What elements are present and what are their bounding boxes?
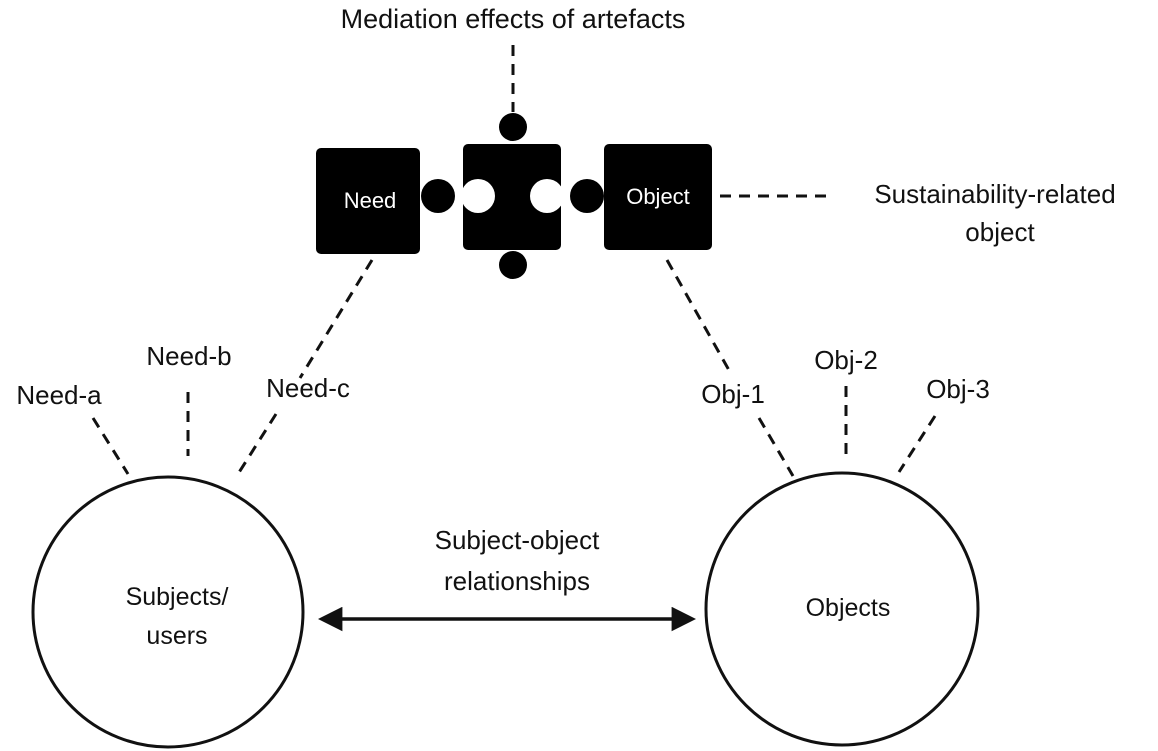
subjects-circle: [31, 475, 305, 749]
subjects-label-line2: users: [146, 622, 207, 650]
relationship-label-line2: relationships: [444, 566, 590, 596]
obj-3-connector: [897, 415, 937, 473]
puzzle-piece-need: Need: [316, 148, 455, 254]
need-label-b: Need-b: [146, 341, 231, 371]
puzzle-piece-need-label: Need: [344, 188, 397, 213]
puzzle-piece-middle: [461, 113, 564, 279]
relationship-label-line1: Subject-object: [435, 525, 601, 555]
obj-label-2: Obj-2: [814, 345, 878, 375]
objects-label: Objects: [806, 594, 891, 622]
puzzle-piece-object-label: Object: [626, 184, 690, 209]
need-label-a: Need-a: [16, 380, 102, 410]
need-piece-connector: [298, 259, 374, 379]
obj-1-connector: [757, 417, 795, 477]
puzzle-piece-object: Object: [570, 144, 712, 250]
need-c-connector: [236, 413, 278, 475]
obj-label-3: Obj-3: [926, 374, 990, 404]
objects-circle: [704, 471, 980, 747]
diagram-title: Mediation effects of artefacts: [341, 4, 686, 34]
sustainability-label-line2: object: [965, 217, 1035, 247]
subjects-label-line1: Subjects/: [126, 583, 229, 611]
need-a-connector: [91, 417, 130, 475]
sustainability-label-line1: Sustainability-related: [874, 179, 1115, 209]
object-piece-connector: [665, 259, 732, 373]
need-label-c: Need-c: [266, 373, 350, 403]
obj-label-1: Obj-1: [701, 379, 765, 409]
